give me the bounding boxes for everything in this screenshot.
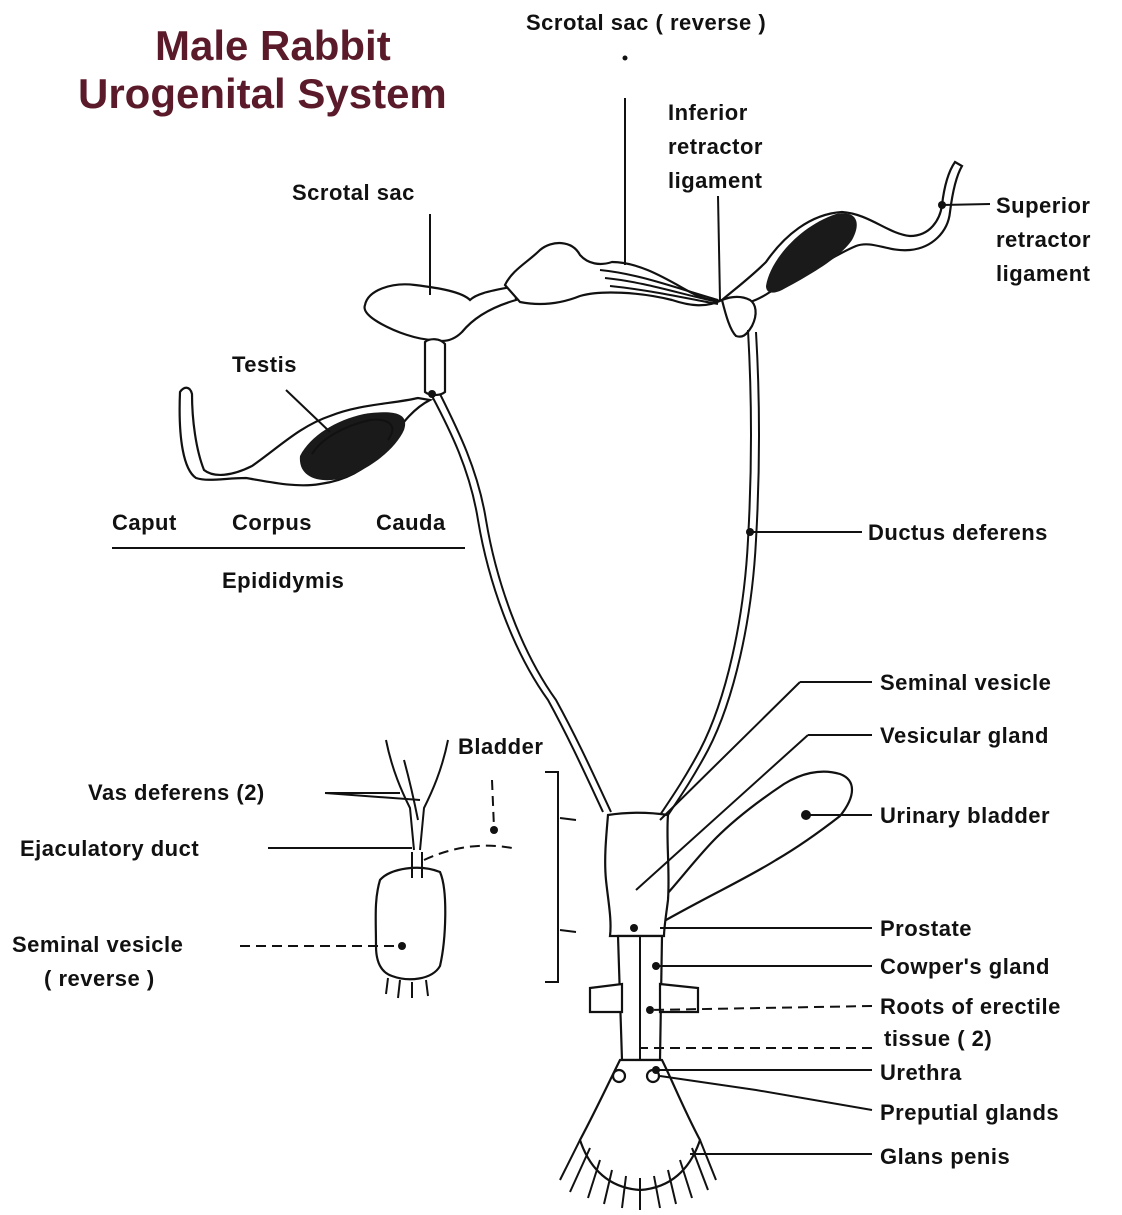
inset-seminal-vesicle <box>376 868 446 979</box>
label-vesicular-gland: Vesicular gland <box>880 723 1049 748</box>
urinary-bladder-shape <box>648 772 852 928</box>
label-inferior-retractor-1: Inferior <box>668 100 748 125</box>
seminal-vesicle-block <box>605 813 668 936</box>
anatomy-drawing <box>180 162 962 1210</box>
diagram-title-line2: Urogenital System <box>78 70 447 117</box>
label-superior-retractor-3: ligament <box>996 261 1091 286</box>
label-urinary-bladder: Urinary bladder <box>880 803 1050 828</box>
erectile-root-right <box>660 984 698 1012</box>
label-cowpers-gland: Cowper's gland <box>880 954 1050 979</box>
label-testis: Testis <box>232 352 297 377</box>
diagram-title-line1: Male Rabbit <box>155 22 391 69</box>
label-preputial-glands: Preputial glands <box>880 1100 1059 1125</box>
label-seminal-vesicle: Seminal vesicle <box>880 670 1051 695</box>
label-ductus-deferens: Ductus deferens <box>868 520 1048 545</box>
label-scrotal-sac: Scrotal sac <box>292 180 415 205</box>
right-ductus-deferens <box>660 330 751 815</box>
left-cord <box>425 339 445 395</box>
label-epididymis: Epididymis <box>222 568 344 593</box>
inset-bladder-neck <box>424 846 512 860</box>
scrotal-sac-left <box>365 284 516 341</box>
leader-dots <box>398 56 946 1075</box>
label-roots-erectile-1: Roots of erectile <box>880 994 1061 1019</box>
preputial-gland-left <box>613 1070 625 1082</box>
label-prostate: Prostate <box>880 916 972 941</box>
label-inferior-retractor-3: ligament <box>668 168 763 193</box>
label-cauda: Cauda <box>376 510 446 535</box>
label-vas-deferens: Vas deferens (2) <box>88 780 265 805</box>
label-inferior-retractor-2: retractor <box>668 134 763 159</box>
label-urethra: Urethra <box>880 1060 962 1085</box>
right-junction <box>722 297 756 337</box>
label-caput: Caput <box>112 510 177 535</box>
bladder-bracket <box>545 772 558 982</box>
label-superior-retractor-1: Superior <box>996 193 1090 218</box>
label-bladder: Bladder <box>458 734 543 759</box>
label-seminal-vesicle-reverse-2: ( reverse ) <box>44 966 155 991</box>
label-superior-retractor-2: retractor <box>996 227 1091 252</box>
inset-vas-left <box>386 740 414 850</box>
label-scrotal-sac-reverse: Scrotal sac ( reverse ) <box>526 10 766 35</box>
inset-vas-right <box>420 740 448 850</box>
label-ejaculatory-duct: Ejaculatory duct <box>20 836 199 861</box>
inset-fringe <box>386 978 428 998</box>
label-roots-erectile-2: tissue ( 2) <box>884 1026 992 1051</box>
label-seminal-vesicle-reverse-1: Seminal vesicle <box>12 932 183 957</box>
erectile-root-left <box>590 984 622 1012</box>
label-glans-penis: Glans penis <box>880 1144 1010 1169</box>
label-corpus: Corpus <box>232 510 312 535</box>
